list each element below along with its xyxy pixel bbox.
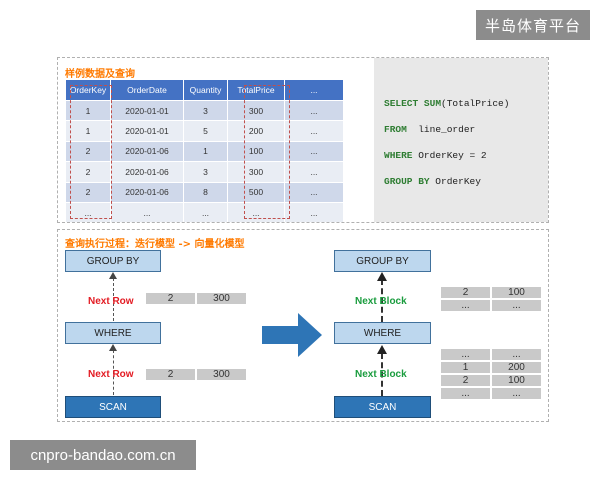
right-lower-block-cell: 1 bbox=[440, 361, 491, 374]
cell: 2020-01-01 bbox=[110, 99, 184, 121]
cell: ... bbox=[284, 161, 344, 183]
left-next-row-upper: Next Row bbox=[88, 296, 134, 307]
right-scan-box: SCAN bbox=[334, 396, 431, 418]
sample-table: OrderKey OrderDate Quantity TotalPrice .… bbox=[66, 80, 344, 223]
left-upper-row-key: 2 bbox=[145, 292, 196, 305]
cell: ... bbox=[284, 181, 344, 203]
right-upper-block-cell: 2 bbox=[440, 286, 491, 299]
cell: 8 bbox=[183, 181, 228, 203]
cell: 200 bbox=[227, 120, 285, 142]
cell: ... bbox=[284, 140, 344, 162]
cell: 500 bbox=[227, 181, 285, 203]
sample-data-panel: 样例数据及查询 OrderKey OrderDate Quantity Tota… bbox=[57, 57, 549, 223]
watermark-bottom: cnpro-bandao.com.cn bbox=[10, 440, 196, 470]
table-row: ... ... ... ... ... bbox=[66, 201, 344, 223]
right-next-block-upper: Next Block bbox=[355, 296, 407, 307]
watermark-top: 半岛体育平台 bbox=[476, 10, 590, 40]
right-lower-block-cell: 2 bbox=[440, 374, 491, 387]
cell: 2 bbox=[66, 140, 111, 162]
cell: 100 bbox=[227, 140, 285, 162]
header-orderdate: OrderDate bbox=[110, 80, 184, 101]
left-lower-row-price: 300 bbox=[196, 368, 247, 381]
table-row: 2 2020-01-06 8 500 ... bbox=[66, 181, 344, 203]
sql-line-from: FROM line_order bbox=[384, 124, 476, 135]
cell: 2020-01-06 bbox=[110, 161, 184, 183]
cell: ... bbox=[284, 201, 344, 223]
sql-line-where: WHERE OrderKey = 2 bbox=[384, 150, 487, 161]
right-upper-arrowhead bbox=[377, 272, 387, 281]
left-next-row-lower: Next Row bbox=[88, 369, 134, 380]
table-row: 1 2020-01-01 3 300 ... bbox=[66, 99, 344, 121]
cell: ... bbox=[284, 99, 344, 121]
cell: 300 bbox=[227, 161, 285, 183]
cell: ... bbox=[66, 201, 111, 223]
right-lower-block-cell: ... bbox=[491, 387, 542, 400]
left-upper-row-price: 300 bbox=[196, 292, 247, 305]
cell: ... bbox=[183, 201, 228, 223]
sql-line-select: SELECT SUM(TotalPrice) bbox=[384, 98, 510, 109]
cell: 2 bbox=[66, 181, 111, 203]
execution-model-panel: 查询执行过程：迭行模型 -> 向量化模型 GROUP BY WHERE SCAN… bbox=[57, 229, 549, 422]
left-upper-arrow-line bbox=[113, 278, 114, 321]
right-lower-arrowhead bbox=[377, 345, 387, 354]
right-lower-block-cell: 100 bbox=[491, 374, 542, 387]
left-lower-arrow-line bbox=[113, 350, 114, 395]
right-lower-block-cell: ... bbox=[440, 348, 491, 361]
orderkey-highlight-box bbox=[70, 85, 112, 219]
right-next-block-lower: Next Block bbox=[355, 369, 407, 380]
table-row: 2 2020-01-06 1 100 ... bbox=[66, 140, 344, 162]
right-upper-block-cell: 100 bbox=[491, 286, 542, 299]
right-groupby-box: GROUP BY bbox=[334, 250, 431, 272]
cell: ... bbox=[284, 120, 344, 142]
cell: ... bbox=[110, 201, 184, 223]
sql-query-panel: SELECT SUM(TotalPrice) FROM line_order W… bbox=[374, 58, 548, 222]
table-row: 2 2020-01-06 3 300 ... bbox=[66, 161, 344, 183]
cell: ... bbox=[227, 201, 285, 223]
cell: 1 bbox=[66, 99, 111, 121]
sql-line-groupby: GROUP BY OrderKey bbox=[384, 176, 481, 187]
cell: 300 bbox=[227, 99, 285, 121]
left-scan-box: SCAN bbox=[65, 396, 161, 418]
transition-arrow-icon bbox=[262, 313, 322, 357]
cell: 3 bbox=[183, 99, 228, 121]
right-upper-arrow-line bbox=[381, 279, 383, 322]
cell: 1 bbox=[183, 140, 228, 162]
cell: 2020-01-01 bbox=[110, 120, 184, 142]
right-lower-block-cell: ... bbox=[440, 387, 491, 400]
totalprice-highlight-box bbox=[244, 85, 290, 219]
right-lower-arrow-line bbox=[381, 353, 383, 396]
cell: 2020-01-06 bbox=[110, 181, 184, 203]
right-lower-block-cell: ... bbox=[491, 348, 542, 361]
left-upper-arrowhead bbox=[109, 272, 117, 279]
cell: 2020-01-06 bbox=[110, 140, 184, 162]
right-lower-block-cell: 200 bbox=[491, 361, 542, 374]
right-upper-block-cell: ... bbox=[491, 299, 542, 312]
table-area: 样例数据及查询 OrderKey OrderDate Quantity Tota… bbox=[58, 58, 374, 223]
sample-data-title: 样例数据及查询 bbox=[65, 69, 135, 80]
execution-model-title: 查询执行过程：迭行模型 -> 向量化模型 bbox=[65, 239, 245, 250]
left-lower-row-key: 2 bbox=[145, 368, 196, 381]
right-where-box: WHERE bbox=[334, 322, 431, 344]
cell: 2 bbox=[66, 161, 111, 183]
table-row: 1 2020-01-01 5 200 ... bbox=[66, 120, 344, 142]
left-groupby-box: GROUP BY bbox=[65, 250, 161, 272]
cell: 3 bbox=[183, 161, 228, 183]
header-quantity: Quantity bbox=[183, 80, 228, 101]
right-upper-block-cell: ... bbox=[440, 299, 491, 312]
cell: 5 bbox=[183, 120, 228, 142]
cell: 1 bbox=[66, 120, 111, 142]
left-lower-arrowhead bbox=[109, 344, 117, 351]
header-more: ... bbox=[284, 80, 344, 101]
left-where-box: WHERE bbox=[65, 322, 161, 344]
